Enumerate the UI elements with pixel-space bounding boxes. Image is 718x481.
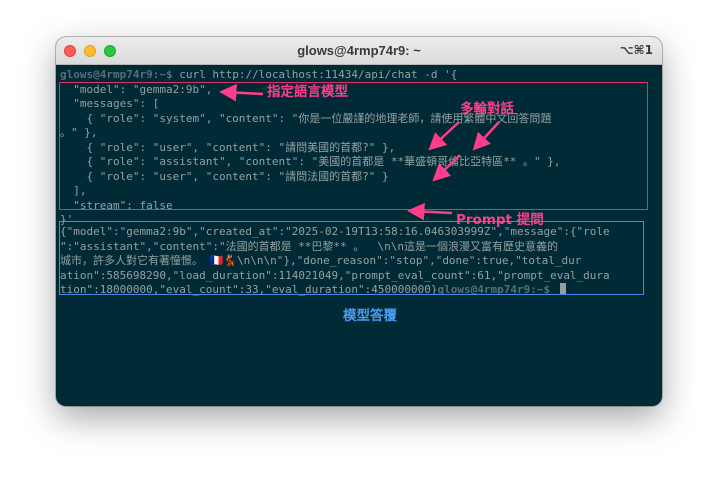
prompt-annotation: Prompt 提問 <box>456 212 544 228</box>
response-highlight-box <box>59 221 644 295</box>
response-line-4: ation":585698290,"load_duration":1140210… <box>60 268 610 282</box>
multi-turn-arrow-1 <box>432 154 461 182</box>
terminal-content[interactable]: glows@4rmp74r9:~$ curl http://localhost:… <box>56 65 662 406</box>
title-bar[interactable]: glows@4rmp74r9: ~ ⌥⌘1 <box>56 37 662 65</box>
response-line-3: 城市，許多人對它有著憧憬。 🇫🇷💃\n\n\n"},"done_reason":… <box>60 254 582 267</box>
request-line-model: "model": "gemma2:9b", <box>60 82 213 96</box>
multi-turn-arrow-3 <box>472 121 500 151</box>
request-line-assistant: { "role": "assistant", "content": "美國的首都… <box>60 155 561 168</box>
shell-prompt-2: glows@4rmp74r9:~$ <box>437 283 551 296</box>
request-line-system: { "role": "system", "content": "你是一位嚴謹的地… <box>60 111 552 125</box>
response-annotation: 模型答覆 <box>343 308 397 324</box>
window-shortcut: ⌥⌘1 <box>619 43 653 57</box>
curl-command: curl http://localhost:11434/api/chat -d … <box>172 68 458 81</box>
prompt-arrow <box>407 202 453 221</box>
zoom-button[interactable] <box>104 45 116 57</box>
response-line-1: {"model":"gemma2:9b","created_at":"2025-… <box>60 225 610 238</box>
request-line-stream: "stream": false <box>60 198 173 212</box>
minimize-button[interactable] <box>84 45 96 57</box>
multi-turn-arrow-2 <box>428 121 460 151</box>
window-title: glows@4rmp74r9: ~ <box>297 43 421 58</box>
text-cursor <box>559 283 566 295</box>
request-highlight-box <box>59 82 648 210</box>
response-line-5: tion":18000000,"eval_count":33,"eval_dur… <box>60 283 566 298</box>
close-button[interactable] <box>64 45 76 57</box>
annotation-arrows <box>219 83 500 221</box>
response-tail: tion":18000000,"eval_count":33,"eval_dur… <box>60 283 438 296</box>
command-line: glows@4rmp74r9:~$ curl http://localhost:… <box>60 68 457 83</box>
shell-prompt: glows@4rmp74r9:~$ <box>60 68 173 81</box>
model-annotation: 指定語言模型 <box>267 84 348 100</box>
multi-turn-annotation: 多輪對話 <box>460 101 514 117</box>
model-arrow <box>219 83 264 102</box>
request-line-messages: "messages": [ <box>60 97 160 110</box>
request-line-close-array: ], <box>60 184 87 197</box>
terminal-window: glows@4rmp74r9: ~ ⌥⌘1 glows@4rmp74r9:~$ … <box>56 37 662 406</box>
request-line-close: }' <box>60 213 74 226</box>
request-line-user-1: { "role": "user", "content": "請問美國的首都?" … <box>60 140 396 154</box>
request-line-user-2: { "role": "user", "content": "請問法國的首都?" … <box>60 169 389 183</box>
request-line-system-cont: 。" }, <box>60 126 98 139</box>
response-line-2: ":"assistant","content":"法國的首都是 **巴黎** 。… <box>60 239 559 253</box>
